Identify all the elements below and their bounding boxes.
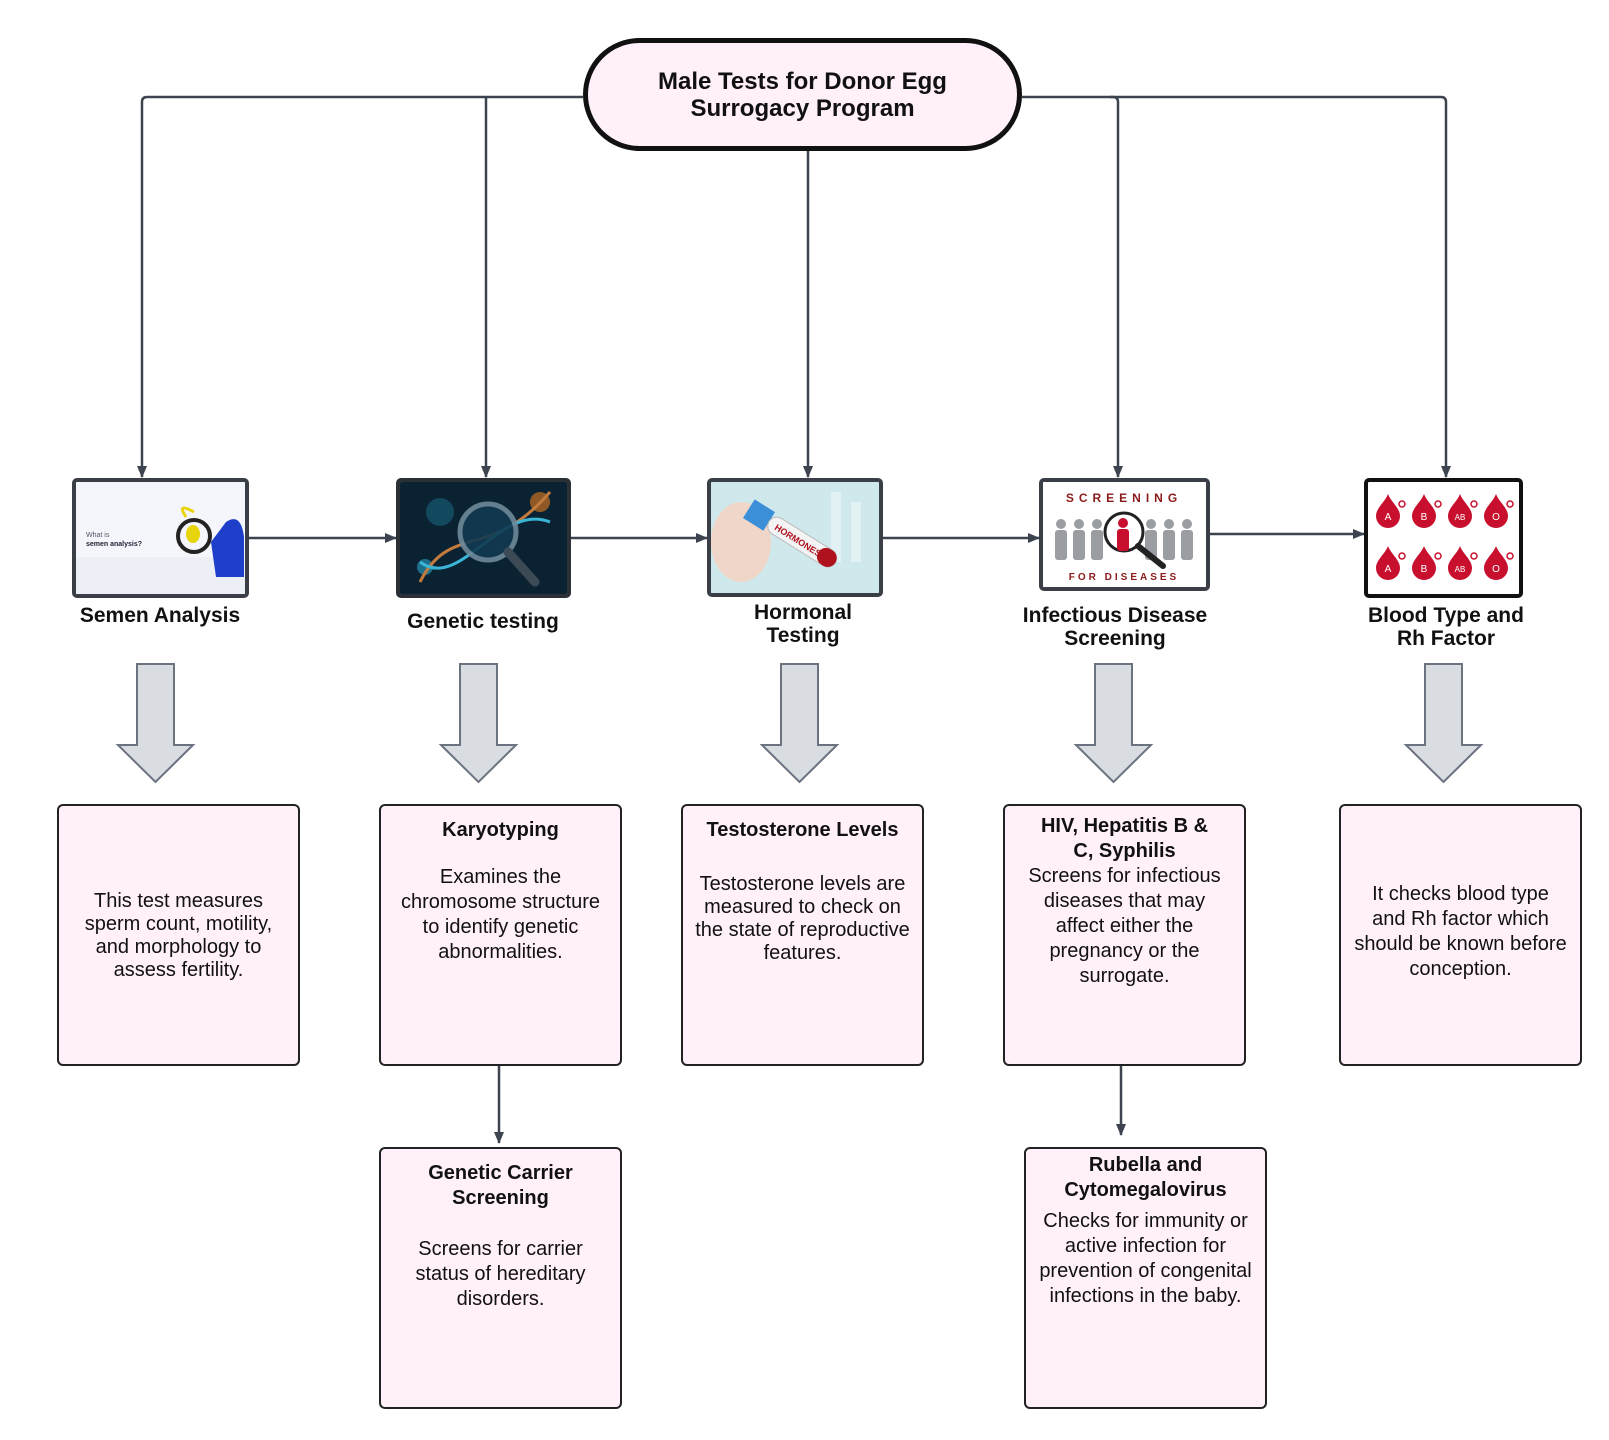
sub-title: Rubella and Cytomegalovirus	[1064, 1154, 1227, 1201]
detail-desc: Testosterone levels are measured to chec…	[695, 873, 910, 964]
blood-type-label: B	[1421, 564, 1428, 575]
connector-root-to-infectious	[1022, 95, 1123, 478]
label-blood-type: Blood Type and Rh Factor	[1368, 604, 1524, 650]
blood-drop-ab-0: AB	[1448, 494, 1478, 528]
semen-image-text-2: semen analysis?	[86, 541, 142, 548]
connector-root-to-semen	[137, 95, 583, 478]
blood-type-label: B	[1421, 512, 1428, 523]
detail-box-hiv: HIV, Hepatitis B & C, Syphilis Screens f…	[1003, 804, 1246, 1066]
screening-image-text-1: SCREENING	[1066, 491, 1182, 505]
root-node: Male Tests for Donor Egg Surrogacy Progr…	[583, 38, 1022, 151]
block-arrow-semen	[115, 663, 196, 784]
blood-drop-o-1: O	[1484, 546, 1514, 580]
screening-for-diseases-image: SCREENING FOR DISEASES	[1039, 478, 1210, 591]
blood-type-label: A	[1385, 564, 1392, 575]
hormones-test-tube-image: HORMONES	[707, 478, 883, 597]
blood-drop-ab-1: AB	[1448, 546, 1478, 580]
root-title-line2: Surrogacy Program	[690, 94, 915, 122]
block-arrow-genetic	[438, 663, 519, 784]
blood-type-label: A	[1385, 512, 1392, 523]
detail-desc: Examines the chromosome structure to ide…	[401, 866, 600, 963]
detail-box-blood: It checks blood type and Rh factor which…	[1339, 804, 1582, 1066]
label-genetic-testing: Genetic testing	[407, 610, 559, 633]
blood-type-label: AB	[1455, 565, 1466, 574]
blood-drop-b-0: B	[1412, 494, 1442, 528]
screening-image-text-2: FOR DISEASES	[1069, 572, 1179, 583]
blood-type-label: AB	[1455, 513, 1466, 522]
sub-title: Genetic Carrier Screening	[428, 1162, 573, 1209]
block-arrow-infectious	[1073, 663, 1154, 784]
sub-box-genetic-carrier: Genetic Carrier Screening Screens for ca…	[379, 1147, 622, 1409]
detail-desc: This test measures sperm count, motility…	[84, 890, 273, 981]
blood-type-label: O	[1492, 564, 1500, 575]
sub-box-rubella: Rubella and Cytomegalovirus Checks for i…	[1024, 1147, 1267, 1409]
detail-title: Testosterone Levels	[706, 819, 899, 841]
label-semen-analysis: Semen Analysis	[79, 604, 241, 627]
blood-drop-a-1: A	[1376, 546, 1406, 580]
root-title-line1: Male Tests for Donor Egg	[658, 67, 947, 95]
detail-box-semen: This test measures sperm count, motility…	[57, 804, 300, 1066]
blood-drop-a-0: A	[1376, 494, 1406, 528]
sub-desc: Checks for immunity or active infection …	[1039, 1210, 1252, 1307]
semen-analysis-image: What is semen analysis?	[72, 478, 249, 598]
detail-title: HIV, Hepatitis B & C, Syphilis	[1040, 815, 1209, 862]
label-hormonal-testing: Hormonal Testing	[753, 601, 852, 647]
connector-root-to-blood	[1110, 95, 1451, 478]
block-arrow-blood	[1403, 663, 1484, 784]
detail-desc: It checks blood type and Rh factor which…	[1354, 883, 1567, 980]
blood-type-label: O	[1492, 512, 1500, 523]
label-infectious-disease: Infectious Disease Screening	[1022, 604, 1208, 650]
detail-title: Karyotyping	[442, 819, 559, 841]
semen-image-text-1: What is	[86, 532, 110, 539]
blood-drop-b-1: B	[1412, 546, 1442, 580]
detail-desc: Screens for infectious diseases that may…	[1028, 865, 1221, 987]
sub-desc: Screens for carrier status of hereditary…	[415, 1238, 586, 1310]
detail-box-testosterone: Testosterone Levels Testosterone levels …	[681, 804, 924, 1066]
block-arrow-hormonal	[759, 663, 840, 784]
dna-magnifier-image	[396, 478, 571, 598]
blood-drop-o-0: O	[1484, 494, 1514, 528]
detail-box-karyotyping: Karyotyping Examines the chromosome stru…	[379, 804, 622, 1066]
